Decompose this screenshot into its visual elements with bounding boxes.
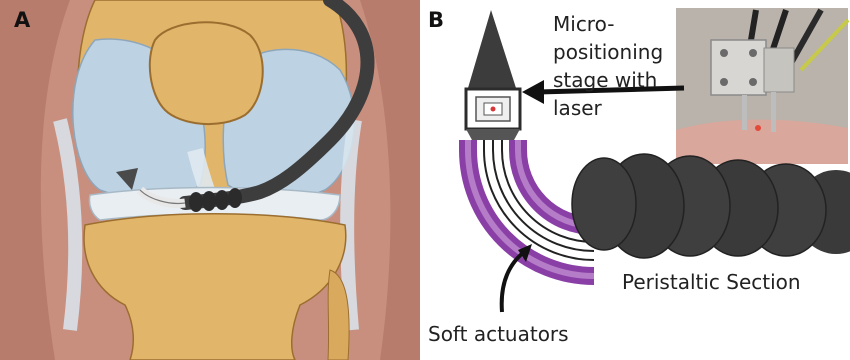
panel-b: B Micro- positioning stage with laser Pe…: [426, 0, 850, 360]
micro-label-line-1: Micro-: [553, 12, 614, 36]
micro-positioning-stage: [466, 89, 520, 140]
knee-illustration: [0, 0, 420, 360]
micro-label-line-2: positioning: [553, 40, 663, 64]
panel-a-letter: A: [14, 8, 30, 32]
panel-b-letter: B: [428, 8, 444, 32]
cone-tip: [468, 10, 516, 88]
patella: [150, 22, 263, 124]
micro-label-line-4: laser: [553, 96, 602, 120]
micro-label-line-3: stage with: [553, 68, 657, 92]
prototype-photo: [676, 8, 848, 164]
panel-a: A: [0, 0, 420, 360]
lateral-ligament: [347, 120, 355, 330]
peristaltic-section: [572, 154, 850, 258]
peristaltic-section-label: Peristaltic Section: [622, 270, 801, 294]
soft-actuators-label: Soft actuators: [428, 322, 569, 346]
